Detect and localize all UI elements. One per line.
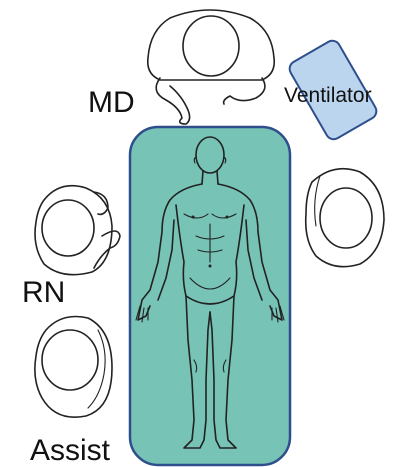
- rn-label: RN: [22, 276, 65, 309]
- patient-bed: [130, 127, 290, 465]
- ventilator-label: Ventilator: [284, 84, 372, 107]
- assist-person-icon: [35, 317, 112, 418]
- rn-person-icon: [35, 186, 120, 275]
- md-person-icon: [148, 10, 275, 124]
- right-person-icon: [306, 169, 384, 267]
- assist-label: Assist: [30, 434, 111, 467]
- md-label: MD: [88, 86, 135, 119]
